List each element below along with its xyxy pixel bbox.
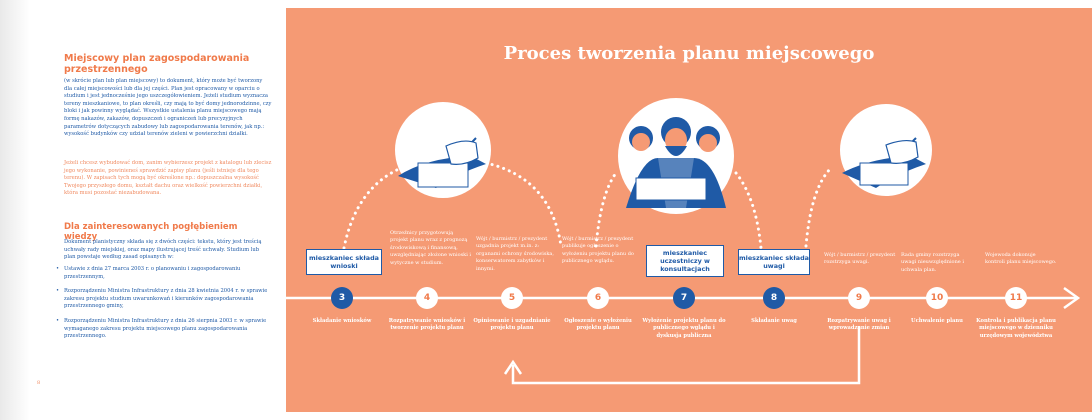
step-10-label: Uchwalenie planu — [911, 318, 963, 324]
timeline-arrowhead — [1063, 286, 1081, 310]
step-node-9: 9 — [848, 287, 870, 309]
step-node-4: 4 — [416, 287, 438, 309]
dotted-arc — [342, 166, 403, 250]
step-node-3: 3 — [331, 287, 353, 309]
diagram-panel: Proces tworzenia planu miejscowego — [286, 8, 1092, 412]
return-loop-line — [511, 326, 861, 385]
step-5-description: Wójt / burmistrz / prezydent uzgadnia pr… — [476, 236, 555, 272]
step-node-7: 7 — [673, 287, 695, 309]
dotted-arc — [484, 161, 563, 248]
step-node-10: 10 — [926, 287, 948, 309]
dotted-arc — [804, 166, 833, 248]
left-page: Miejscowy plan zagospodarowania przestrz… — [0, 0, 286, 420]
reference-list: Ustawie z dnia 27 marca 2003 r. o planow… — [56, 266, 270, 348]
dotted-arc — [734, 171, 763, 250]
section-heading: Miejscowy plan zagospodarowania przestrz… — [64, 53, 250, 75]
page-number: 8 — [37, 380, 41, 386]
section-heading-2: Dla zainteresowanych pogłębieniem wiedzy — [64, 222, 238, 242]
intro-paragraph: (w skrócie plan lub plan miejscowy) to d… — [64, 78, 272, 138]
step-6-label: Ogłoszenie o wyłożeniu projektu planu — [564, 318, 632, 332]
step-11-description: Wojewoda dokonuje kontroli planu miejsco… — [985, 252, 1057, 266]
step-node-5: 5 — [501, 287, 523, 309]
step-node-11: 11 — [1005, 287, 1027, 309]
box-resident-submits-requests: mieszkaniec składa wnioski — [306, 249, 382, 275]
box-resident-submits-remarks: mieszkaniec składa uwagi — [738, 249, 810, 275]
writing-hand-illustration-2 — [840, 104, 932, 196]
step-7-label: Wyłożenie projektu planu do publicznego … — [642, 318, 726, 339]
step-node-6: 6 — [587, 287, 609, 309]
step-6-description: Wójt / burmistrz / prezydent publikuje o… — [562, 236, 634, 265]
step-4-label: Rozpatrywanie wniosków i tworzenie proje… — [388, 318, 466, 332]
reference-item: Rozporządzeniu Ministra Infrastruktury z… — [56, 288, 270, 311]
step-node-8: 8 — [763, 287, 785, 309]
diagram-title: Proces tworzenia planu miejscowego — [503, 43, 875, 64]
step-3-label: Składanie wniosków — [312, 318, 372, 324]
intro-paragraph-2: Dokument planistyczny składa się z dwóch… — [64, 239, 262, 261]
note-paragraph: Jeżeli chcesz wybudować dom, zanim wybie… — [64, 160, 272, 197]
step-10-description: Rada gminy rozstrzyga uwagi nieuwzględni… — [901, 252, 964, 273]
diagram-graphics — [286, 98, 1081, 385]
writing-hand-illustration-1 — [395, 102, 491, 198]
step-5-label: Opiniowanie i uzgadnianie projektu planu — [473, 318, 551, 332]
step-8-label: Składanie uwag — [751, 318, 797, 324]
step-9-label: Rozpatrywanie uwag i wprowadzanie zmian — [827, 318, 891, 332]
step-9-description: Wójt / burmistrz / prezydent rozstrzyga … — [824, 252, 896, 266]
reference-item: Rozporządzeniu Ministra Infrastruktury z… — [56, 318, 270, 341]
step-11-label: Kontrola i publikacja planu miejscowego … — [976, 318, 1056, 339]
step-4-description: Otrzeźnicy przygotowują projekt planu wr… — [390, 230, 471, 266]
box-resident-consultations: mieszkaniec uczestniczy w konsultacjach — [646, 245, 724, 277]
consultation-group-illustration — [618, 98, 734, 214]
reference-item: Ustawie z dnia 27 marca 2003 r. o planow… — [56, 266, 270, 281]
return-loop-arrowhead — [503, 359, 523, 375]
page-gutter-shadow — [0, 0, 30, 420]
